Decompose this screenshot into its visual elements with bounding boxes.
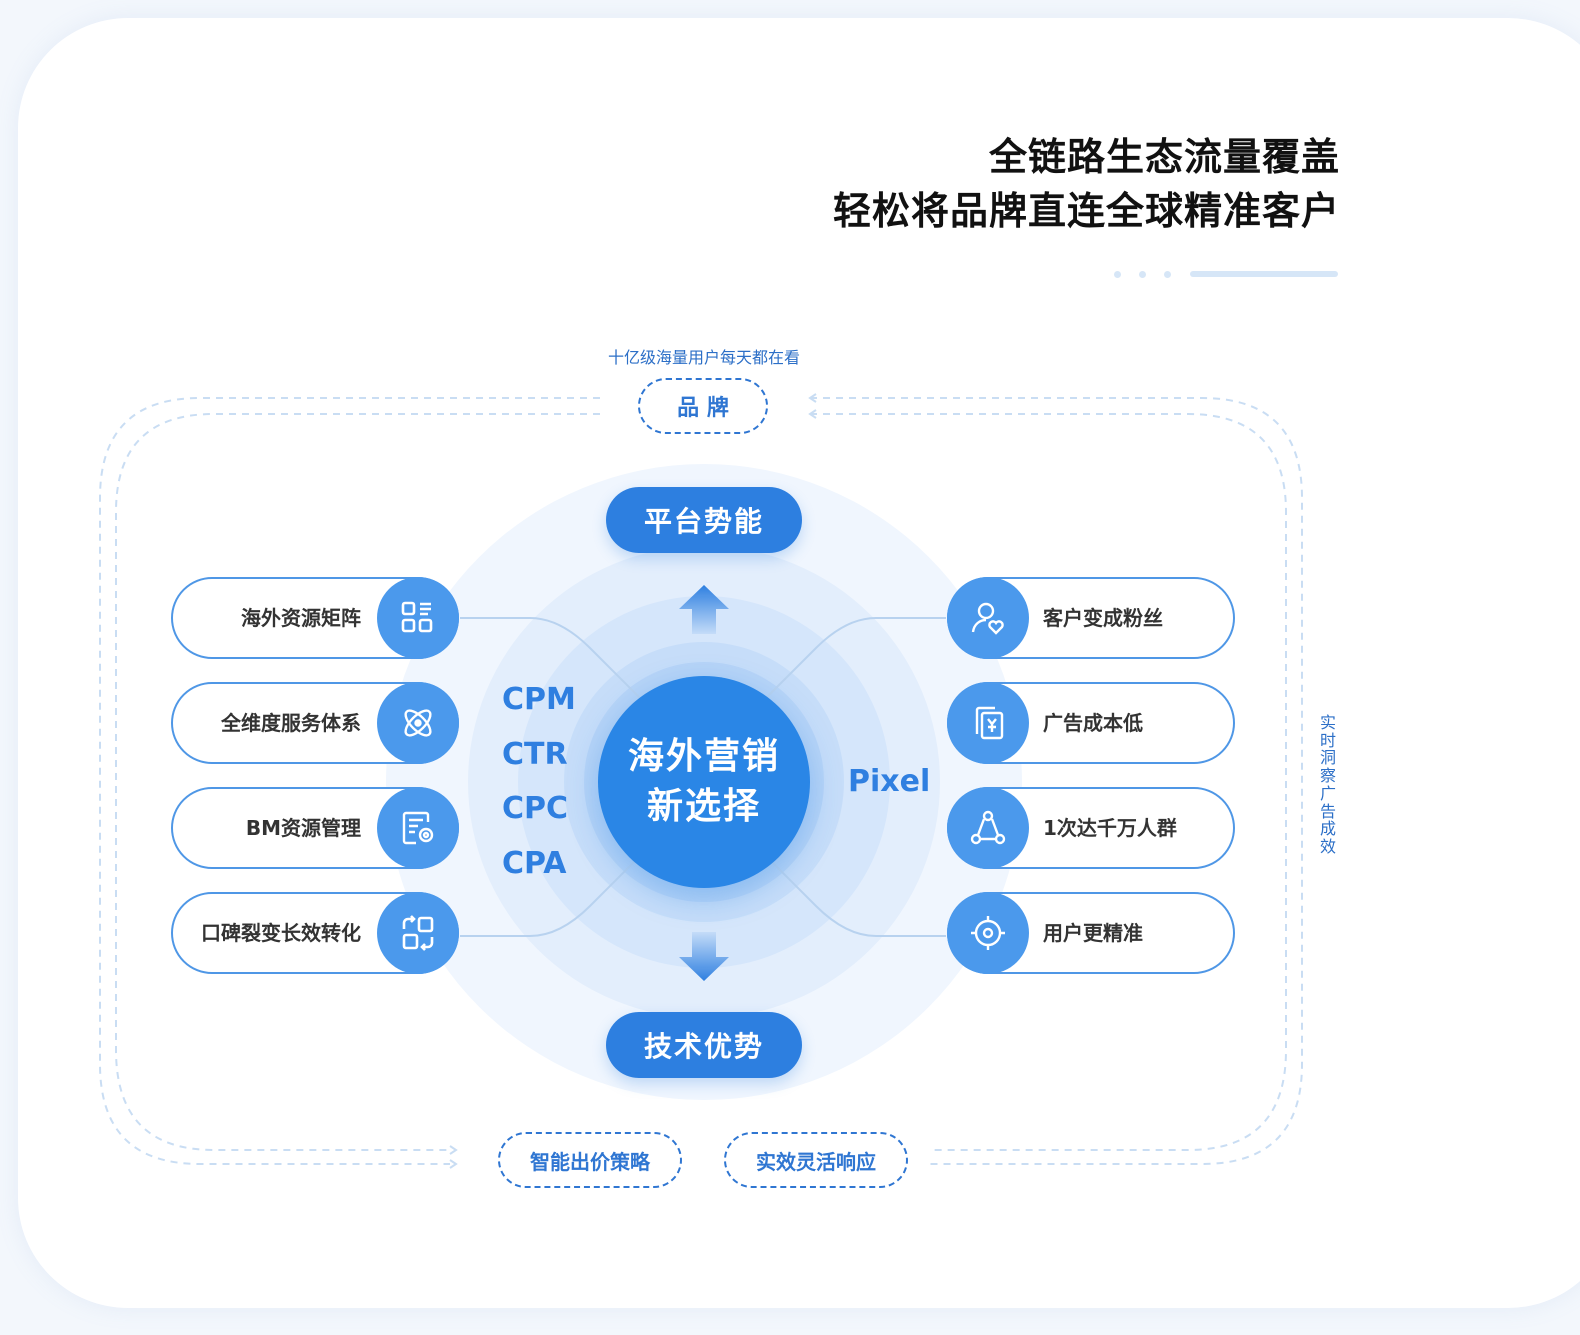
left-item: 全维度服务体系 xyxy=(171,682,459,764)
left-item-label: 海外资源矩阵 xyxy=(241,606,361,630)
yuan-docs-icon xyxy=(947,682,1029,764)
right-item: 用户更精准 xyxy=(947,892,1235,974)
metric-label: CPC xyxy=(502,791,569,826)
bottom-right-pill: 实效灵活响应 xyxy=(724,1132,908,1188)
headline-line-1: 全链路生态流量覆盖 xyxy=(988,135,1340,179)
decor-dot xyxy=(1164,271,1171,278)
metric-label: CTR xyxy=(502,737,568,772)
bottom-left-pill: 智能出价策略 xyxy=(498,1132,682,1188)
right-item-label: 用户更精准 xyxy=(1043,921,1143,945)
loop-arrow-head xyxy=(449,1159,458,1169)
loop-arrow-head xyxy=(449,1145,458,1155)
connector-lines xyxy=(460,617,946,937)
loop-arrow-head xyxy=(808,409,817,419)
left-item: 海外资源矩阵 xyxy=(171,577,459,659)
decor-dot xyxy=(1114,271,1121,278)
atom-icon xyxy=(377,682,459,764)
outer-loop-lines xyxy=(99,397,1303,1165)
vertical-caption: 实时洞察广告成效 xyxy=(1319,713,1336,856)
decor-bar xyxy=(1190,271,1338,277)
left-item: 口碑裂变长效转化 xyxy=(171,892,459,974)
left-item-label: 全维度服务体系 xyxy=(221,711,361,735)
grid-icon xyxy=(377,577,459,659)
metric-pixel-label: Pixel xyxy=(848,764,931,799)
center-title-line-2: 新选择 xyxy=(646,786,761,827)
right-item: 广告成本低 xyxy=(947,682,1235,764)
headline: 全链路生态流量覆盖 轻松将品牌直连全球精准客户 xyxy=(833,130,1340,238)
network-icon xyxy=(947,787,1029,869)
center-title-line-1: 海外营销 xyxy=(627,736,780,777)
center-circle: 海外营销 新选择 xyxy=(598,676,810,888)
arrow-down-icon xyxy=(679,932,729,981)
right-item-label: 1次达千万人群 xyxy=(1043,816,1177,840)
right-item: 1次达千万人群 xyxy=(947,787,1235,869)
loop-arrow-head xyxy=(808,393,817,403)
target-icon xyxy=(947,892,1029,974)
right-item-label: 广告成本低 xyxy=(1043,711,1143,735)
settings-doc-icon xyxy=(377,787,459,869)
metric-label: CPM xyxy=(502,682,576,717)
left-item-label: BM资源管理 xyxy=(245,816,361,840)
left-item: BM资源管理 xyxy=(171,787,459,869)
pillar-bottom-pill: 技术优势 xyxy=(606,1012,802,1078)
arrow-up-icon xyxy=(679,585,729,634)
brand-pill: 品 牌 xyxy=(638,378,768,434)
right-item: 客户变成粉丝 xyxy=(947,577,1235,659)
top-caption: 十亿级海量用户每天都在看 xyxy=(607,348,800,367)
left-item-label: 口碑裂变长效转化 xyxy=(201,921,361,945)
metric-label: CPA xyxy=(502,846,567,881)
right-item-label: 客户变成粉丝 xyxy=(1043,606,1163,630)
headline-line-2: 轻松将品牌直连全球精准客户 xyxy=(832,189,1340,233)
decor-dot xyxy=(1139,271,1146,278)
refresh-blocks-icon xyxy=(377,892,459,974)
user-heart-icon xyxy=(947,577,1029,659)
pillar-top-pill: 平台势能 xyxy=(606,487,802,553)
